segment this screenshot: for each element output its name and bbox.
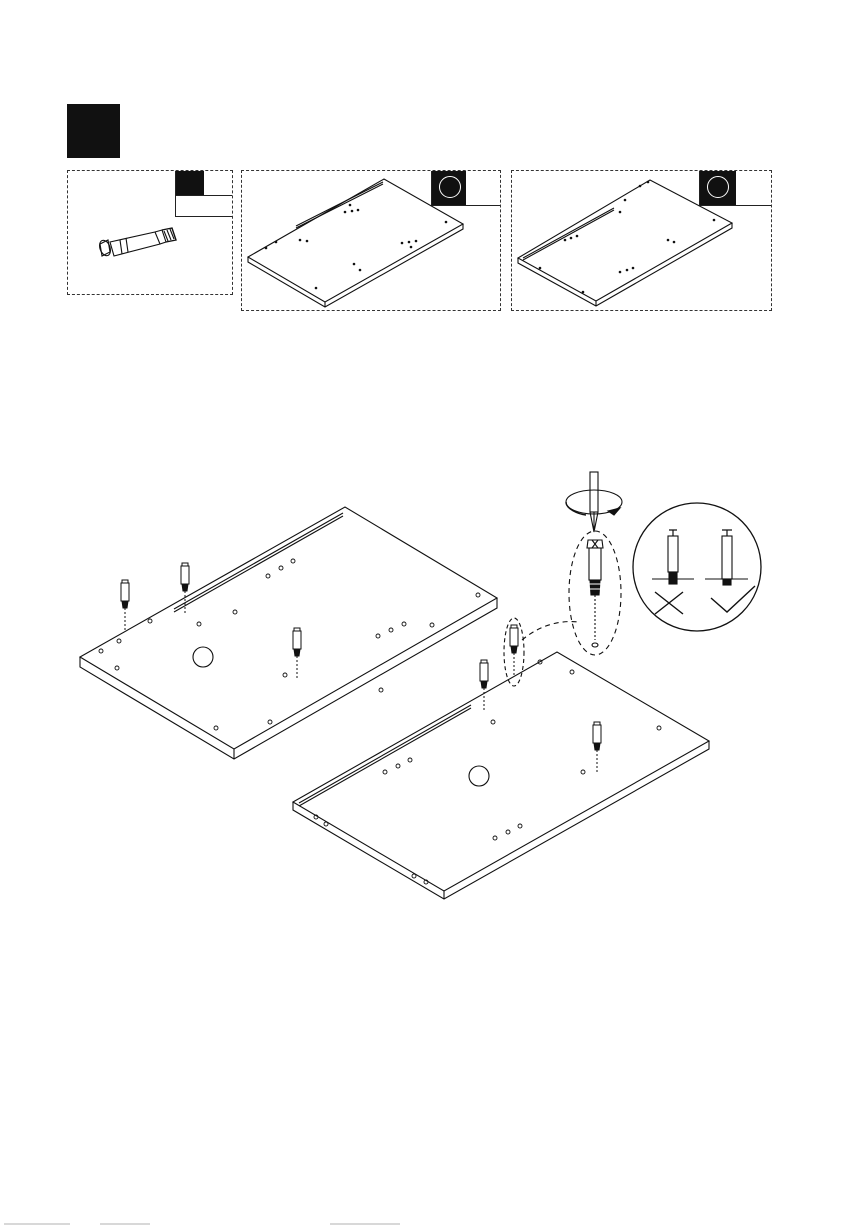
check-icon: [711, 586, 755, 612]
panel-b-thumbnail: [518, 180, 732, 306]
comparison-circle: [633, 503, 761, 631]
cross-icon: [655, 592, 683, 614]
screwdriver-icon: [590, 472, 598, 532]
wrong-example: [652, 530, 694, 584]
cam-dowel-zoom-icon: [587, 540, 603, 647]
panel-a-thumbnail: [248, 179, 463, 307]
right-example: [705, 530, 748, 585]
cam-dowel-icon: [98, 228, 176, 257]
